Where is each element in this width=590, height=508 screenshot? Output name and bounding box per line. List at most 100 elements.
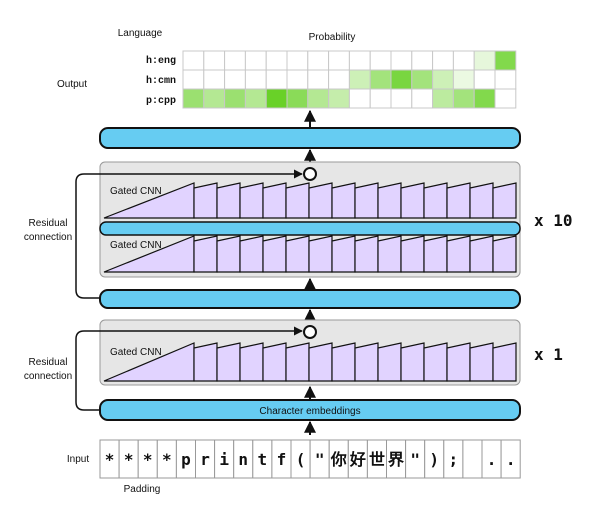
input-char: *	[162, 450, 172, 469]
input-char-cell	[500, 439, 521, 479]
probability-cell	[369, 88, 392, 109]
gated-cnn-label-3: Gated CNN	[110, 347, 162, 358]
cnn-filter-tooth	[423, 342, 448, 382]
probability-cell	[494, 69, 517, 90]
probability-cell	[203, 69, 226, 90]
probability-cell	[182, 69, 205, 90]
probability-cell	[369, 69, 392, 90]
probability-cell	[244, 88, 267, 109]
input-char: )	[429, 450, 439, 469]
cnn-filter-tooth	[285, 235, 310, 273]
cnn-filter-tooth	[308, 342, 333, 382]
probability-cell	[307, 50, 330, 71]
input-char: i	[219, 450, 229, 469]
probability-cell	[390, 69, 413, 90]
probability-cell	[328, 50, 350, 71]
residual-connection-bottom	[75, 326, 303, 411]
cnn-filter-tooth	[446, 342, 471, 382]
output-projection-bar	[99, 127, 521, 149]
probability-cell	[307, 88, 330, 109]
probability-cell	[390, 88, 413, 109]
residual-add-node-top	[303, 167, 317, 181]
residual-connection-top	[75, 169, 303, 299]
probability-cell	[473, 69, 496, 90]
probability-cell	[432, 88, 454, 109]
input-char: *	[143, 450, 153, 469]
output-label: Output	[57, 79, 87, 90]
cnn-filter-tooth	[193, 235, 218, 273]
language-header: Language	[118, 28, 163, 39]
cnn-filter-tooth	[308, 182, 333, 219]
probability-cell	[265, 69, 288, 90]
probability-cell	[265, 88, 288, 109]
cnn-filter-tooth	[469, 235, 494, 273]
input-char: r	[200, 450, 210, 469]
probability-cell	[307, 69, 330, 90]
input-label: Input	[67, 454, 89, 465]
cnn-filter-tooth	[469, 342, 494, 382]
gated-cnn-label-1: Gated CNN	[110, 186, 162, 197]
probability-cell	[452, 50, 475, 71]
gated-cnn-layer-3	[103, 342, 517, 382]
input-char: "	[410, 450, 420, 469]
cnn-filter-tooth	[216, 235, 241, 273]
input-char: t	[258, 450, 268, 469]
input-char: "	[315, 450, 325, 469]
cnn-filter-tooth	[331, 342, 356, 382]
cnn-filter-tooth	[308, 235, 333, 273]
input-char: ;	[449, 450, 459, 469]
probability-cell	[328, 69, 350, 90]
probability-cell	[328, 88, 350, 109]
probability-cell	[452, 88, 475, 109]
residual-label-bottom-1: Residual	[29, 357, 68, 368]
cnn-filter-tooth	[400, 342, 425, 382]
probability-header: Probability	[309, 32, 356, 43]
gated-cnn-layer-2	[103, 235, 517, 273]
input-char: *	[105, 450, 115, 469]
cnn-filter-tooth	[354, 182, 379, 219]
language-cmn: h:cmn	[146, 75, 176, 87]
inner-embedding-bar	[99, 221, 521, 236]
repeat-x1-label: x 1	[534, 345, 563, 364]
probability-cell	[390, 50, 413, 71]
cnn-filter-tooth	[423, 235, 448, 273]
cnn-filter-tooth	[331, 182, 356, 219]
language-eng: h:eng	[146, 55, 176, 67]
cnn-filter-tooth	[285, 342, 310, 382]
cnn-filter-tooth	[262, 342, 287, 382]
probability-cell	[348, 69, 371, 90]
input-char: 世	[369, 450, 385, 469]
repeat-x10-label: x 10	[534, 211, 573, 230]
probability-cell	[286, 88, 309, 109]
probability-cell	[224, 50, 246, 71]
probability-cell	[224, 69, 246, 90]
cnn-filter-tooth	[377, 235, 402, 273]
cnn-filter-tooth	[400, 235, 425, 273]
cnn-filter-tooth	[492, 182, 517, 219]
probability-cell	[494, 88, 517, 109]
probability-cell	[473, 50, 496, 71]
residual-add-node-bottom	[303, 325, 317, 339]
input-char: n	[238, 450, 248, 469]
cnn-filter-tooth	[377, 182, 402, 219]
cnn-filter-tooth	[492, 235, 517, 273]
padding-label: Padding	[124, 484, 161, 495]
cnn-filter-tooth	[239, 235, 264, 273]
cnn-filter-tooth	[216, 182, 241, 219]
input-char: 好	[349, 450, 366, 469]
probability-cell	[369, 50, 392, 71]
cnn-filter-tooth	[239, 182, 264, 219]
gated-cnn-layer-1	[103, 182, 517, 219]
probability-cell	[348, 50, 371, 71]
cnn-filter-tooth	[216, 342, 241, 382]
probability-cell	[244, 69, 267, 90]
probability-cell	[411, 88, 434, 109]
input-char: 界	[388, 450, 404, 469]
cnn-filter-tooth	[492, 342, 517, 382]
cnn-filter-tooth	[377, 342, 402, 382]
probability-cell	[432, 50, 454, 71]
input-char: p	[181, 450, 191, 469]
probability-cell	[473, 88, 496, 109]
probability-cell	[494, 50, 517, 71]
